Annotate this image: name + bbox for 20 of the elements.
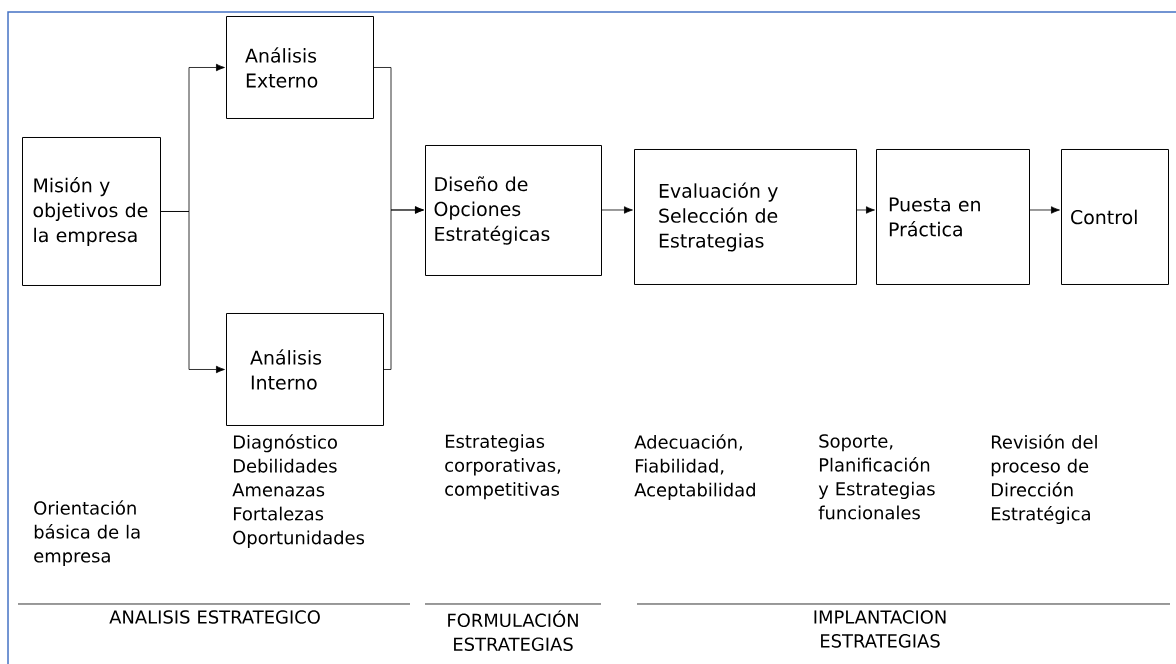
process-box: Diseño de Opciones Estratégicas xyxy=(425,145,602,276)
process-box: Análisis Externo xyxy=(226,16,374,119)
arrow xyxy=(601,206,633,214)
description-text: Orientación básica de la empresa xyxy=(34,500,140,567)
process-box: Control xyxy=(1061,149,1169,285)
arrow xyxy=(160,211,225,374)
description-text: Revisión del proceso de Dirección Estratégica xyxy=(991,434,1097,524)
process-box: Puesta en Práctica xyxy=(876,149,1030,285)
process-box: Misión y objetivos de la empresa xyxy=(22,137,161,286)
arrow xyxy=(383,206,424,370)
description-text: Estrategias corporativas, competitivas xyxy=(445,434,561,500)
section-heading: IMPLANTACION ESTRATEGIAS xyxy=(814,610,946,648)
description-text: Soporte, Planificación y Estrategias funcionales xyxy=(818,434,935,520)
process-box: Evaluación y Selección de Estrategias xyxy=(634,149,857,285)
arrow xyxy=(856,206,875,214)
arrow xyxy=(1029,206,1060,214)
section-heading: ANALISIS ESTRATEGICO xyxy=(109,610,320,624)
process-box: Análisis Interno xyxy=(226,313,384,426)
section-heading: FORMULACIÓN ESTRATEGIAS xyxy=(448,610,578,651)
description-text: Adecuación, Fiabilidad, Aceptabilidad xyxy=(634,434,755,501)
